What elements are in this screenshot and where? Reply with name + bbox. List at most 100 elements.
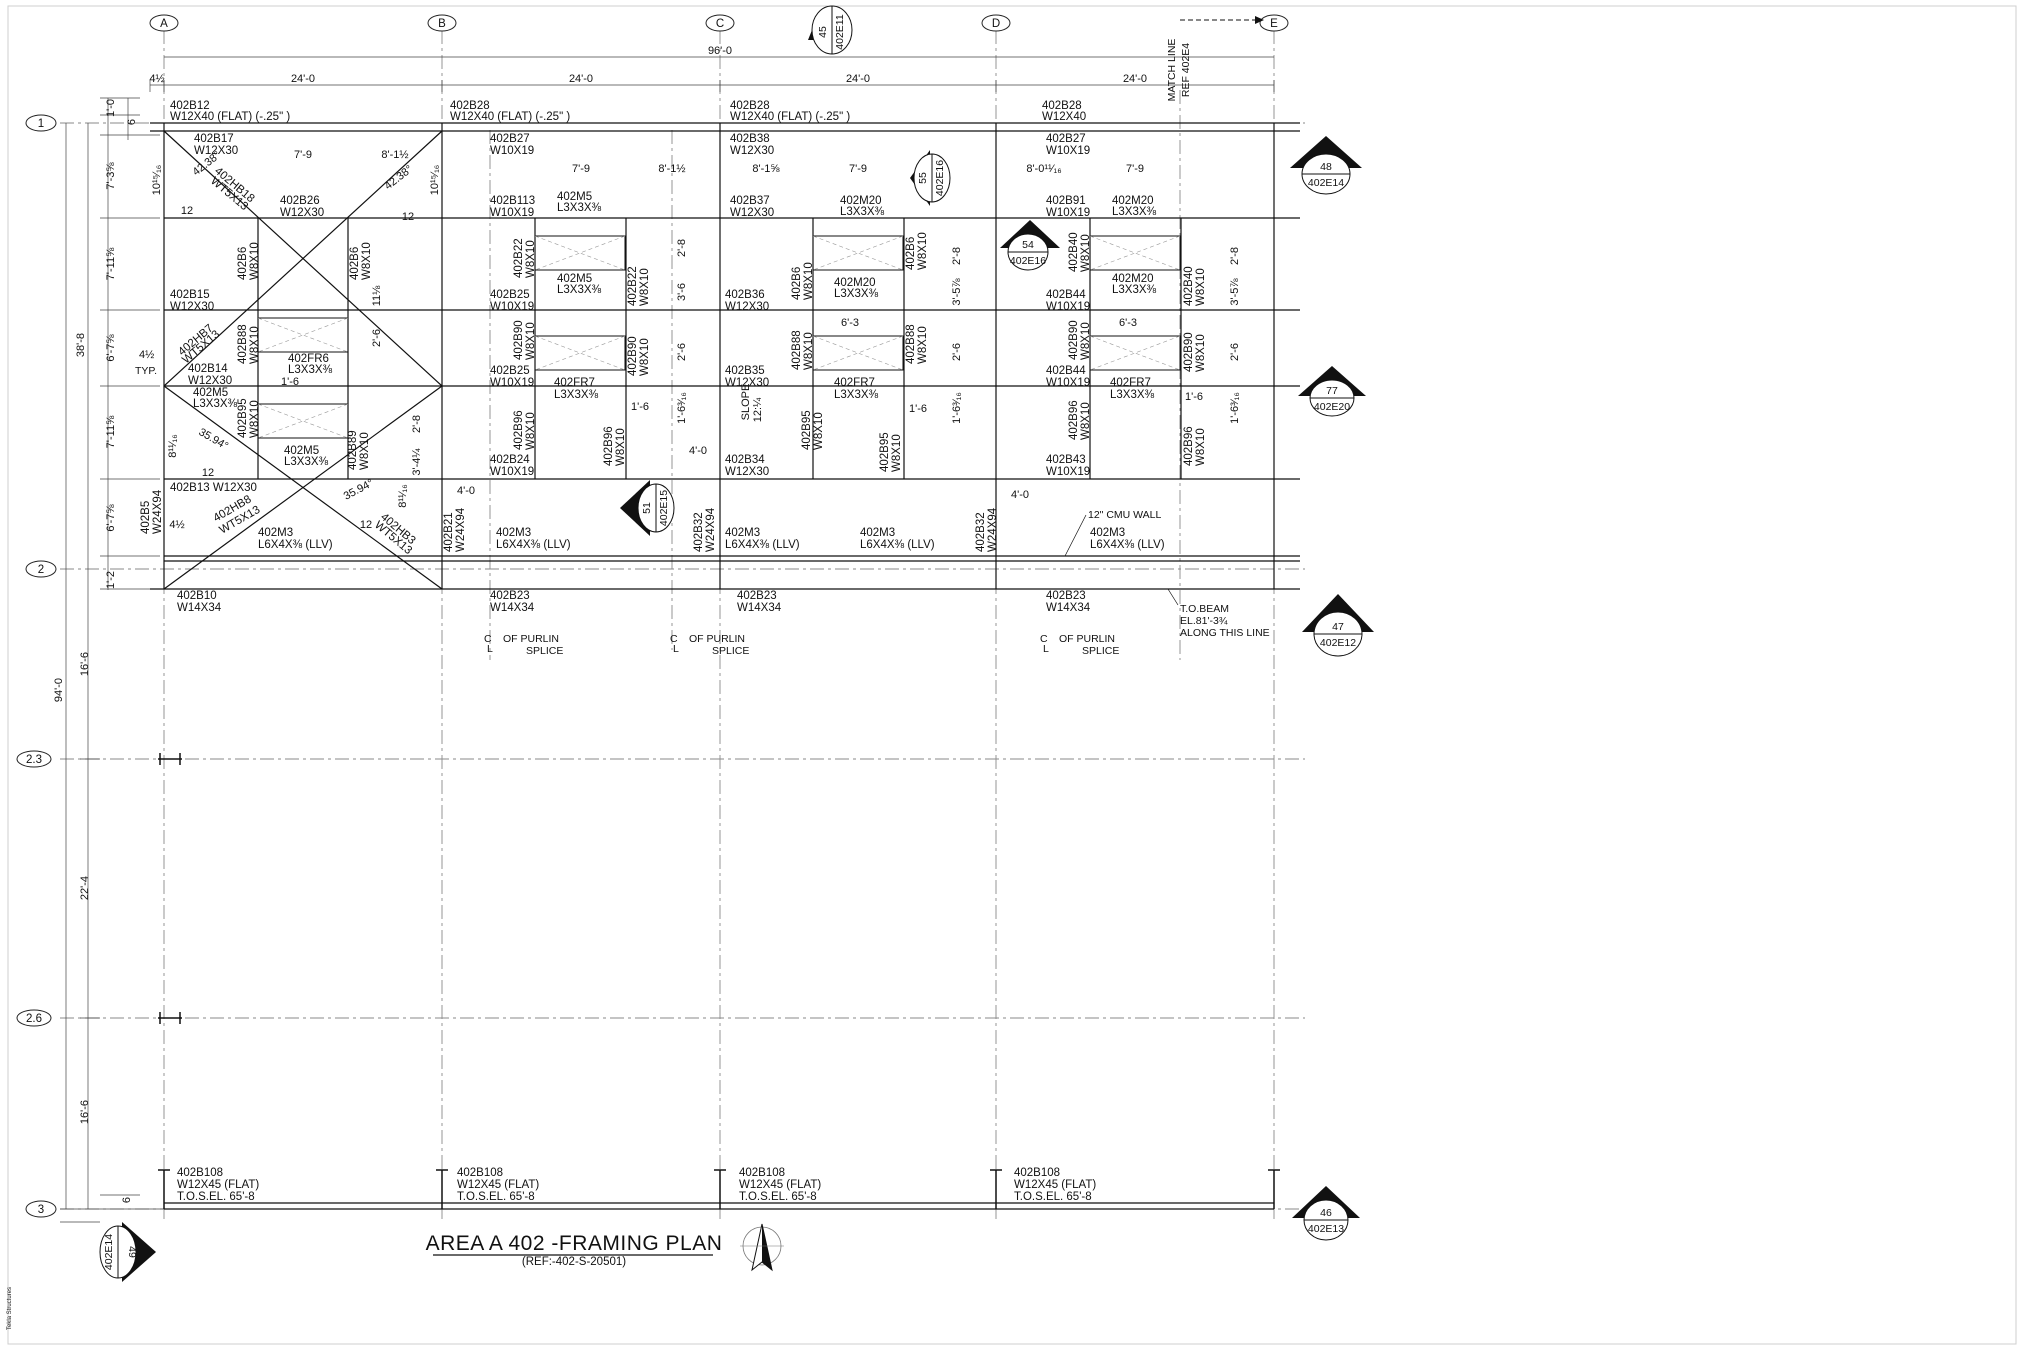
label-d-b40b: 402B40	[1183, 266, 1195, 306]
grid-label-a: A	[160, 18, 168, 30]
callout-55[interactable]: 55 402E16	[910, 150, 951, 206]
dim-a-12d: 12	[360, 519, 372, 531]
label-b-b23s: W14X34	[490, 602, 535, 614]
dim-b-1-6: 1'-6	[631, 401, 649, 413]
label-r3b-w: W12X45 (FLAT)	[457, 1179, 539, 1191]
dim-a-1118: 11⅛	[371, 285, 383, 306]
label-r3d-b108: 402B108	[1014, 1167, 1060, 1179]
label-c-b23s: W14X34	[737, 602, 782, 614]
label-b-b22bs: W8X10	[639, 268, 651, 306]
grid-label-2-6: 2.6	[26, 1013, 42, 1025]
label-b-b90as: W8X10	[525, 322, 537, 360]
note-cmu-wall: 12" CMU WALL	[1088, 509, 1162, 521]
purlin-l-3: L	[1043, 643, 1049, 655]
dim-a-8-1: 8'-1½	[381, 149, 408, 161]
grid-bubble-b	[427, 14, 457, 32]
dim-d-7-9: 7'-9	[1126, 163, 1144, 175]
dim-d-2-6b: 2'-6	[1229, 343, 1241, 361]
dim-edge: 4½	[149, 73, 164, 85]
dim-lower1: 16'-6	[79, 652, 91, 676]
label-b-b96b: 402B96	[603, 426, 615, 466]
callout-46[interactable]: 46 402E13	[1292, 1186, 1360, 1241]
label-a-b95s: W8X10	[249, 400, 261, 438]
label-a-b26s: W12X30	[280, 207, 324, 219]
label-d-top-2: W12X40	[1042, 111, 1086, 123]
callout-51-ref: 402E15	[658, 490, 670, 526]
dim-b-1-63: 1'-6³⁄₁₆	[676, 392, 688, 424]
label-a-b5s: W24X94	[152, 489, 164, 534]
purlin-l-2: L	[673, 643, 679, 655]
dim-c-7-9: 7'-9	[849, 163, 867, 175]
callout-77[interactable]: 77 402E20	[1298, 366, 1366, 417]
grid-bubbles-columns: A B C D E	[149, 14, 1289, 32]
label-c-b88bs: W8X10	[917, 326, 929, 364]
grid-bubble-2	[25, 560, 57, 578]
title-block: AREA A 402 -FRAMING PLAN (REF:-402-S-205…	[426, 1223, 784, 1272]
label-b-top-2: W12X40 (FLAT) (-.25" )	[450, 111, 570, 123]
label-a-b13: 402B13 W12X30	[170, 482, 257, 494]
dim-sub2: 7'-11⅝	[105, 247, 117, 280]
callout-51[interactable]: 51 402E15	[620, 480, 675, 536]
label-b-b25as: W10X19	[490, 301, 534, 313]
label-a-b10s: W14X34	[177, 602, 222, 614]
label-d-m20as: L3X3X⅜	[1112, 206, 1157, 218]
label-a-b89s: W8X10	[359, 432, 371, 470]
dim-c-1-63: 1'-6³⁄₁₆	[951, 392, 963, 424]
callout-49[interactable]: 402E14 49	[99, 1222, 156, 1282]
label-d-b40bs: W8X10	[1195, 268, 1207, 306]
sheet-border	[7, 5, 2017, 1345]
label-b-b90a: 402B90	[513, 320, 525, 360]
note-tobeam-1: T.O.BEAM	[1180, 603, 1229, 615]
callout-47-ref: 402E12	[1320, 637, 1356, 649]
dim-a-1015: 10¹⁵⁄₁₆	[151, 165, 163, 195]
grid-bubble-d	[981, 14, 1011, 32]
dim-a-12a: 12	[181, 205, 193, 217]
drawing-title: AREA A 402 -FRAMING PLAN	[426, 1232, 723, 1255]
dim-a-811: 8¹¹⁄₁₆	[167, 434, 179, 457]
callout-47[interactable]: 47 402E12	[1302, 594, 1374, 657]
callout-45[interactable]: 45 402E11	[808, 5, 853, 55]
label-r3c-b108: 402B108	[739, 1167, 785, 1179]
dim-upper-height: 38'-8	[75, 333, 87, 357]
callout-48[interactable]: 48 402E14	[1290, 136, 1362, 195]
callout-54[interactable]: 54 402E16	[1000, 220, 1060, 271]
label-c-b32: 402B32	[693, 512, 705, 552]
label-b-b113: 402B113	[490, 195, 535, 207]
label-c-b38s: W12X30	[730, 145, 774, 157]
dim-a-12c: 12	[202, 467, 214, 479]
grid-label-3: 3	[38, 1204, 44, 1216]
label-c-b38: 402B38	[730, 133, 770, 145]
margin-note: Tekla Structures	[7, 1287, 13, 1330]
callout-54-ref: 402E16	[1010, 255, 1046, 267]
label-d-b90b: 402B90	[1183, 332, 1195, 372]
label-d-b90as: W8X10	[1080, 322, 1092, 360]
label-b-m5: 402M5	[557, 191, 592, 203]
label-b-b21s: W24X94	[455, 507, 467, 552]
label-c-m3b: 402M3	[860, 527, 895, 539]
dim-d-1-63: 1'-6³⁄₁₆	[1229, 392, 1241, 424]
label-b-fr7: 402FR7	[554, 377, 595, 389]
label-r3c-tos: T.O.S.EL. 65'-8	[739, 1191, 817, 1203]
purlin-l-1: L	[487, 643, 493, 655]
label-a-b95: 402B95	[237, 398, 249, 438]
purlin-splice-notes: C L OF PURLIN SPLICE C L OF PURLIN SPLIC…	[484, 633, 1119, 657]
label-c-b36: 402B36	[725, 289, 765, 301]
dim-a-4-12: 4½	[169, 519, 184, 531]
dim-a-12b: 12	[402, 211, 414, 223]
label-b-b25bs: W10X19	[490, 377, 534, 389]
label-d-b43s: W10X19	[1046, 466, 1090, 478]
label-r3b-tos: T.O.S.EL. 65'-8	[457, 1191, 535, 1203]
label-c-b88as: W8X10	[803, 332, 815, 370]
label-c-m20bs: L3X3X⅜	[834, 288, 879, 300]
label-a-b5: 402B5	[140, 501, 152, 534]
label-b-m5c: 402M5	[557, 273, 592, 285]
label-a-b88s: W8X10	[249, 326, 261, 364]
label-d-m3s: L6X4X⅜ (LLV)	[1090, 539, 1165, 551]
callout-55-num: 55	[917, 172, 929, 184]
label-c-b6a: 402B6	[791, 267, 803, 300]
label-b-b113s: W10X19	[490, 207, 534, 219]
label-a-b89: 402B89	[347, 430, 359, 470]
label-c-b6b: 402B6	[905, 237, 917, 270]
label-c-b88a: 402B88	[791, 330, 803, 370]
dim-row1-top: 1'-0	[105, 99, 117, 117]
